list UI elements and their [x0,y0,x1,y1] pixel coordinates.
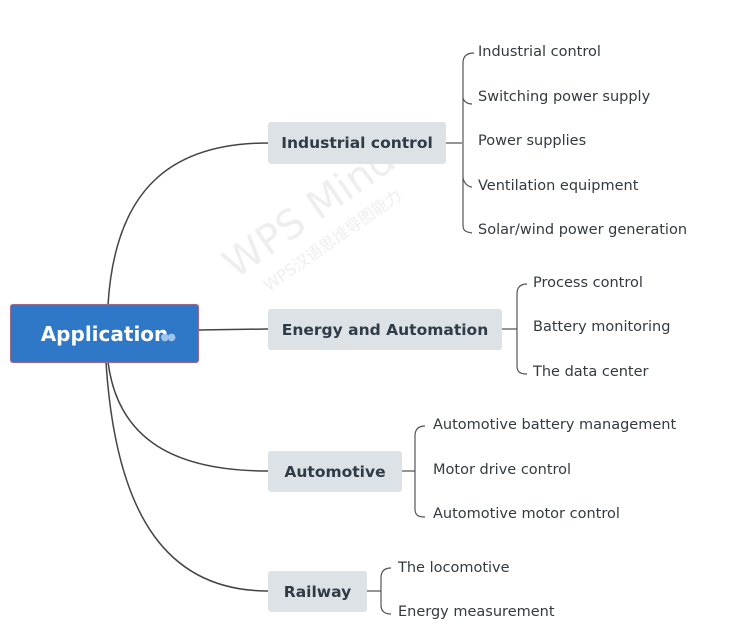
connector-root-energy [197,328,269,331]
branch-label: Industrial control [281,134,433,152]
leaf-node[interactable]: Solar/wind power generation [478,222,688,238]
collapse-dots-icon[interactable]: ●● [160,332,177,343]
leaf-node[interactable]: Ventilation equipment [478,178,639,194]
brace-automotive [402,425,426,518]
leaf-node[interactable]: Industrial control [478,44,601,60]
connector-root-railway [105,361,269,592]
leaf-node[interactable]: Motor drive control [433,462,572,478]
brace-energy [502,283,528,375]
branch-label: Railway [283,582,352,601]
leaf-node[interactable]: Energy measurement [398,604,555,620]
leaf-node[interactable]: Power supplies [478,133,587,149]
brace-railway [367,567,392,615]
leaf-node[interactable]: The locomotive [398,560,510,576]
brace-industrial [446,52,475,234]
leaf-node[interactable]: Automotive battery management [433,417,677,433]
connector-root-industrial [107,142,269,306]
branch-node-energy-automation[interactable]: Energy and Automation [268,309,502,350]
connector-root-automotive [107,361,269,472]
leaf-node[interactable]: Process control [533,275,643,291]
leaf-node[interactable]: Automotive motor control [433,506,620,522]
branch-node-automotive[interactable]: Automotive [268,451,402,492]
leaf-node[interactable]: The data center [533,364,649,380]
branch-label: Automotive [284,462,386,481]
root-node-label: Application [40,321,169,346]
branch-node-industrial-control[interactable]: Industrial control [268,122,446,164]
branch-label: Energy and Automation [281,320,489,339]
root-node[interactable]: Application ●● [10,304,199,363]
branch-node-railway[interactable]: Railway [268,571,367,612]
leaf-node[interactable]: Switching power supply [478,89,651,105]
leaf-node[interactable]: Battery monitoring [533,319,671,335]
